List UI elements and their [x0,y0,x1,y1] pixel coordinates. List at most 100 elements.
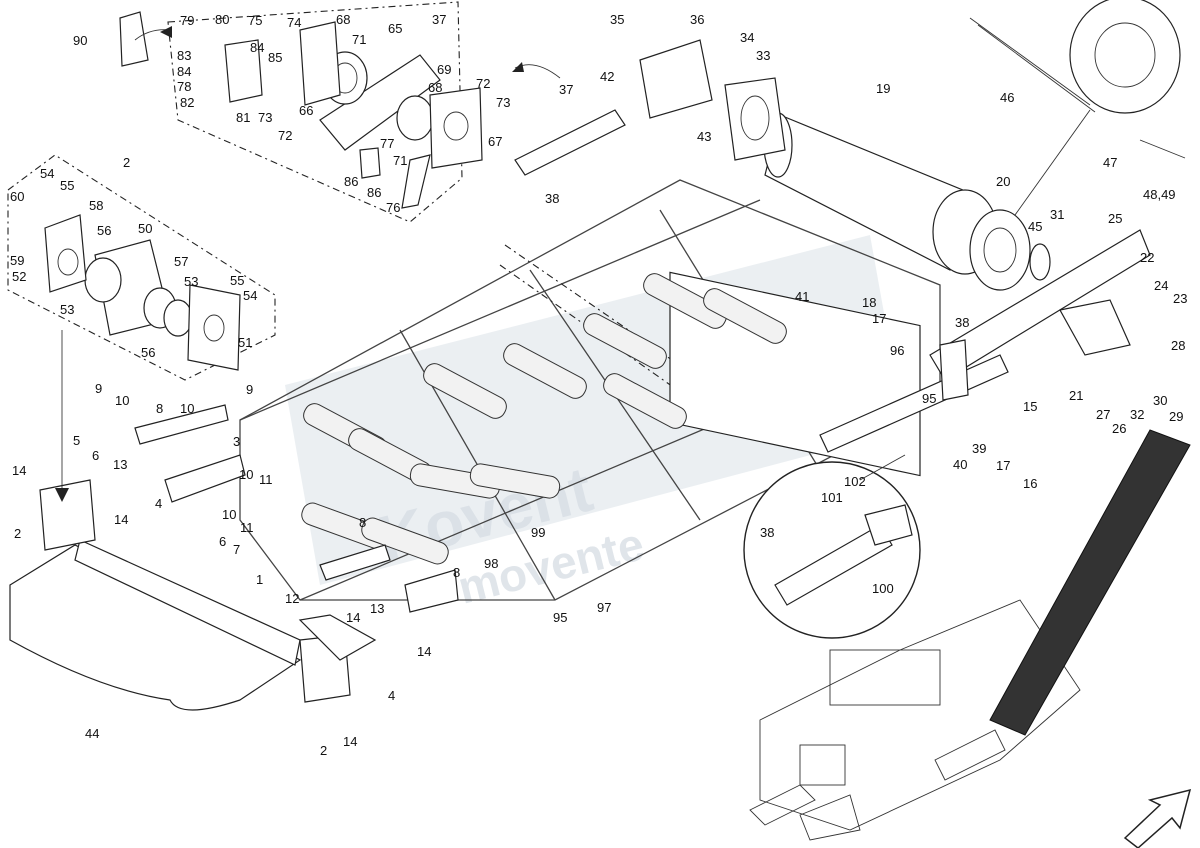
callout-102: 102 [844,474,866,489]
hose-46 [969,17,1091,106]
callout-5: 5 [73,433,80,448]
callout-60: 60 [10,189,24,204]
callout-51: 51 [238,335,252,350]
callout-77: 77 [380,136,394,151]
left-flange-plate [44,214,87,293]
callout-7: 7 [233,542,240,557]
conveyor-boom [989,429,1191,736]
left-bearing-assembly [7,154,276,381]
hose-connector-arrow [1014,109,1091,216]
callout-76: 76 [386,200,400,215]
callout-33: 33 [756,48,770,63]
callout-2: 2 [320,743,327,758]
callout-2: 2 [123,155,130,170]
callout-14: 14 [346,610,360,625]
callout-84: 84 [250,40,264,55]
callout-3: 3 [233,434,240,449]
callout-42: 42 [600,69,614,84]
tensioner-arm [819,229,1151,453]
callout-11: 11 [240,520,254,535]
callout-26: 26 [1112,421,1126,436]
callout-58: 58 [89,198,103,213]
callout-40: 40 [953,457,967,472]
callout-28: 28 [1171,338,1185,353]
tensioner-arm-15 [929,229,1151,381]
callout-78: 78 [177,79,191,94]
gearbox-20-hub [983,227,1017,273]
ring-bracket-34 [724,77,786,161]
callout-16: 16 [1023,476,1037,491]
callout-9: 9 [95,381,102,396]
callout-18: 18 [862,295,876,310]
callout-13: 13 [370,601,384,616]
upper-assembly-outline [167,1,463,223]
roller-1 [74,539,301,666]
callout-98: 98 [484,556,498,571]
callout-84: 84 [177,64,191,79]
left-end-plate [187,284,241,371]
drum-assembly [763,0,1186,291]
callout-2: 2 [14,526,21,541]
callout-90: 90 [73,33,87,48]
callout-12: 12 [285,591,299,606]
callout-15: 15 [1023,399,1037,414]
callout-73: 73 [496,95,510,110]
callout-85: 85 [268,50,282,65]
frame-beam-upper [239,199,761,421]
callout-38: 38 [955,315,969,330]
detail-circle-outline [743,461,921,639]
upper-end-plate-hole [443,111,469,141]
callout-17: 17 [996,458,1010,473]
callout-52: 52 [12,269,26,284]
callout-1: 1 [256,572,263,587]
spring-12 [361,517,449,565]
callout-50: 50 [138,221,152,236]
callout-75: 75 [248,13,262,28]
left-assembly-outline [7,154,276,381]
callout-38: 38 [545,191,559,206]
track-front-right [799,794,861,841]
plate-8-upper [134,404,229,445]
direction-arrow-icon [1123,788,1192,848]
callout-37: 37 [559,82,573,97]
callout-95: 95 [922,391,936,406]
arrow-head-37 [512,62,524,72]
callout-25: 25 [1108,211,1122,226]
left-bearing-ring [84,257,122,303]
callout-71: 71 [352,32,366,47]
bearing-block-2-left [39,479,96,551]
ring-bracket-hole [740,95,770,141]
callout-101: 101 [821,490,843,505]
callout-56: 56 [97,223,111,238]
callout-11: 11 [259,472,273,487]
callout-66: 66 [299,103,313,118]
callout-59: 59 [10,253,24,268]
callout-21: 21 [1069,388,1083,403]
small-bracket-90 [119,11,149,67]
callout-73: 73 [258,110,272,125]
callout-17: 17 [872,311,886,326]
callout-27: 27 [1096,407,1110,422]
upper-frame-arm [319,54,441,151]
callout-72: 72 [476,76,490,91]
callout-67: 67 [488,134,502,149]
callout-57: 57 [174,254,188,269]
detail-cylinder-38 [774,524,893,606]
bracket-37 [639,39,713,119]
callout-54: 54 [40,166,54,181]
callout-9: 9 [246,382,253,397]
callout-86: 86 [367,185,381,200]
callout-43: 43 [697,129,711,144]
callout-100: 100 [872,581,894,596]
gearbox-flange-45 [1029,243,1051,281]
plate-38 [939,339,969,401]
callout-14: 14 [417,644,431,659]
callout-10: 10 [222,507,236,522]
callout-71: 71 [393,153,407,168]
machine-overview [749,429,1191,841]
track-front [749,784,816,826]
roller-springs [301,273,787,565]
callout-4: 4 [388,688,395,703]
track-rear [934,729,1006,781]
